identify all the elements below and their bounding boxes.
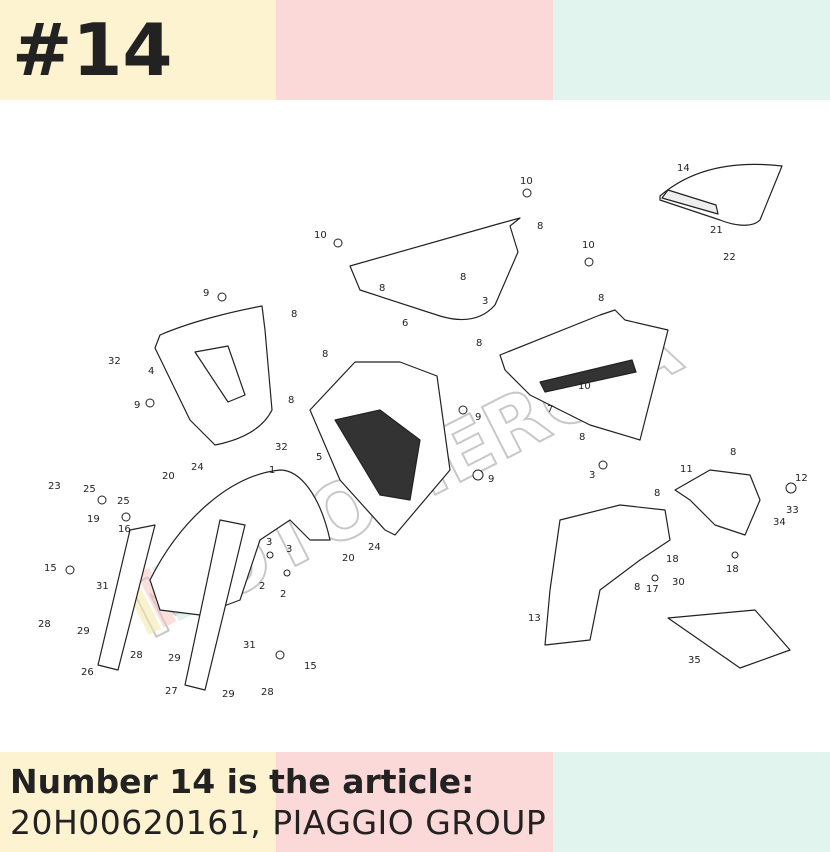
callout-label: 30 bbox=[672, 577, 685, 588]
callout-label: 19 bbox=[87, 514, 100, 525]
callout-label: 11 bbox=[680, 464, 693, 475]
bottom-color-band bbox=[0, 752, 830, 852]
callout-label: 17 bbox=[646, 584, 659, 595]
part-26-fork-left bbox=[97, 524, 156, 671]
part-27-fork-right bbox=[184, 519, 246, 691]
callout-label: 24 bbox=[191, 462, 204, 473]
callout-label: 28 bbox=[130, 650, 143, 661]
callout-label: 10 bbox=[582, 240, 595, 251]
callout-label: 32 bbox=[275, 442, 288, 453]
callout-label: 14 bbox=[677, 163, 690, 174]
callout-label: 10 bbox=[578, 381, 591, 392]
callout-label: 2 bbox=[259, 581, 265, 592]
callout-label: 8 bbox=[460, 272, 466, 283]
callout-label: 18 bbox=[666, 554, 679, 565]
parts-diagram: MOTOMERCIA bbox=[38, 163, 808, 700]
callout-label: 3 bbox=[266, 537, 272, 548]
part-6-side-panel bbox=[349, 217, 521, 321]
callout-label: 32 bbox=[108, 356, 121, 367]
callout-label: 31 bbox=[243, 640, 256, 651]
callout-label: 8 bbox=[654, 488, 660, 499]
callout-label: 15 bbox=[304, 661, 317, 672]
callout-label: 29 bbox=[77, 626, 90, 637]
callout-label: 8 bbox=[579, 432, 585, 443]
callout-label: 8 bbox=[537, 221, 543, 232]
callout-label: 8 bbox=[379, 283, 385, 294]
callout-label: 9 bbox=[134, 400, 140, 411]
callout-label: 35 bbox=[688, 655, 701, 666]
callout-label: 8 bbox=[322, 349, 328, 360]
callout-label: 18 bbox=[726, 564, 739, 575]
callout-label: 28 bbox=[38, 619, 51, 630]
callout-label: 25 bbox=[83, 484, 96, 495]
callout-label: 3 bbox=[286, 544, 292, 555]
callout-label: 6 bbox=[402, 318, 408, 329]
callout-label: 15 bbox=[44, 563, 57, 574]
callout-label: 25 bbox=[117, 496, 130, 507]
part-35-sheet bbox=[667, 609, 791, 669]
callout-label: 2 bbox=[280, 589, 286, 600]
callout-label: 9 bbox=[475, 412, 481, 423]
callout-label: 9 bbox=[488, 474, 494, 485]
callout-label: 7 bbox=[547, 404, 553, 415]
part-13-rear-fender bbox=[544, 504, 671, 646]
callout-label: 29 bbox=[222, 689, 235, 700]
callout-label: 31 bbox=[96, 581, 109, 592]
callout-label: 24 bbox=[368, 542, 381, 553]
callout-label: 8 bbox=[288, 395, 294, 406]
callout-label: 10 bbox=[520, 176, 533, 187]
callout-label: 20 bbox=[162, 471, 175, 482]
callout-label: 1 bbox=[269, 465, 275, 476]
callout-label: 4 bbox=[148, 366, 154, 377]
caption-article: 20H00620161, PIAGGIO GROUP bbox=[10, 803, 547, 842]
callout-label: 8 bbox=[476, 338, 482, 349]
callout-label: 22 bbox=[723, 252, 736, 263]
callout-label: 5 bbox=[316, 452, 322, 463]
callout-label: 20 bbox=[342, 553, 355, 564]
callout-label: 8 bbox=[730, 447, 736, 458]
callout-label: 33 bbox=[786, 505, 799, 516]
callout-label: 28 bbox=[261, 687, 274, 698]
callout-label: 27 bbox=[165, 686, 178, 697]
callout-label: 10 bbox=[314, 230, 327, 241]
callout-label: 13 bbox=[528, 613, 541, 624]
part-11-bracket bbox=[674, 469, 761, 536]
top-color-band bbox=[0, 0, 830, 100]
callout-label: 12 bbox=[795, 473, 808, 484]
callout-label: 29 bbox=[168, 653, 181, 664]
callout-label: 3 bbox=[482, 296, 488, 307]
callout-label: 9 bbox=[203, 288, 209, 299]
callout-label: 3 bbox=[589, 470, 595, 481]
callout-label: 16 bbox=[118, 524, 131, 535]
part-14-seat-cowl bbox=[659, 163, 783, 226]
number-badge: #14 bbox=[12, 8, 173, 92]
callout-label: 8 bbox=[598, 293, 604, 304]
callout-label: 26 bbox=[81, 667, 94, 678]
callout-label: 21 bbox=[710, 225, 723, 236]
callout-label: 8 bbox=[634, 582, 640, 593]
callout-label: 8 bbox=[291, 309, 297, 320]
caption-heading: Number 14 is the article: bbox=[10, 762, 475, 801]
callout-label: 23 bbox=[48, 481, 61, 492]
callout-label: 34 bbox=[773, 517, 786, 528]
